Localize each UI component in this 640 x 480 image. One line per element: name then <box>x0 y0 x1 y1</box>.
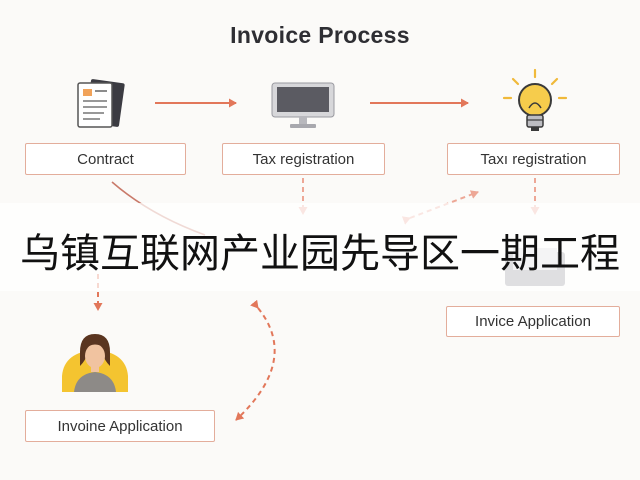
document-icon <box>74 78 134 130</box>
node-invice-application[interactable]: Invice Application <box>446 306 620 337</box>
dashed-curve-loop <box>235 299 276 421</box>
overlay-banner <box>0 203 640 291</box>
node-invice-application-label: Invice Application <box>475 313 591 330</box>
node-contract[interactable]: Contract <box>25 143 186 175</box>
node-tax-registration-2[interactable]: Taxı registration <box>447 143 620 175</box>
node-invoine-application-label: Invoine Application <box>57 417 183 435</box>
overlay-text: 乌镇互联网产业园先导区一期工程 <box>20 231 620 277</box>
node-contract-label: Contract <box>77 150 134 168</box>
node-tax-registration-1[interactable]: Tax registration <box>222 143 385 175</box>
computer-monitor-icon <box>270 82 336 130</box>
lightbulb-icon <box>498 66 572 136</box>
node-invoine-application[interactable]: Invoine Application <box>25 410 215 442</box>
node-tax-registration-1-label: Tax registration <box>252 150 355 168</box>
node-tax-registration-2-label: Taxı registration <box>480 150 587 168</box>
page-title: Invoice Process <box>230 22 410 48</box>
person-avatar-icon <box>60 330 130 392</box>
